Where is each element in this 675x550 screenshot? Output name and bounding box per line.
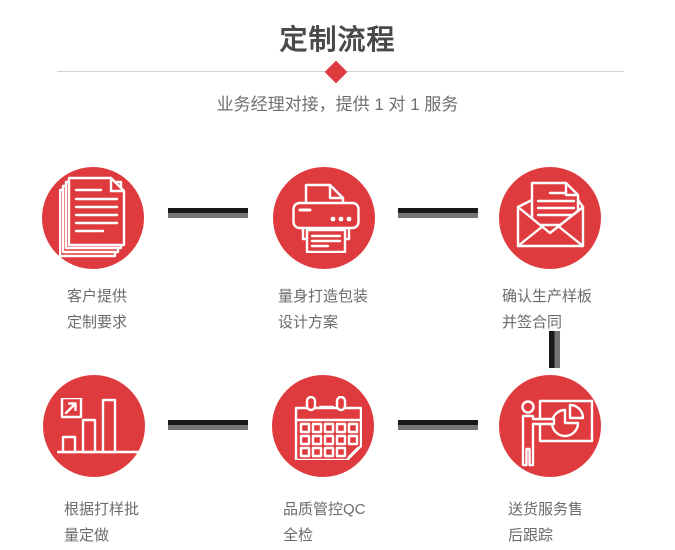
- step-label-line2: 设计方案: [278, 314, 339, 331]
- step-label-3: 确认生产样板 并签合同: [502, 284, 592, 336]
- step-label-4: 根据打样批 量定做: [64, 497, 139, 549]
- step-label-line2: 全检: [283, 527, 314, 544]
- step-label-line2: 并签合同: [502, 314, 563, 331]
- step-label-line2: 定制要求: [67, 314, 128, 331]
- calendar-icon: [294, 396, 362, 460]
- step-label-line1: 送货服务售: [508, 501, 584, 518]
- title-diamond-icon: [324, 60, 348, 84]
- page-subtitle: 业务经理对接，提供 1 对 1 服务: [216, 95, 459, 114]
- step-label-line2: 量定做: [64, 527, 110, 544]
- connector-step4-step5: [168, 420, 248, 430]
- connector-step5-step6: [398, 420, 478, 430]
- bar-chart-icon: [57, 398, 141, 454]
- step-label-6: 送货服务售 后跟踪: [508, 497, 583, 549]
- step-circle-3: [499, 167, 601, 269]
- step-label-line2: 后跟踪: [508, 527, 554, 544]
- step-label-5: 品质管控QC 全检: [283, 497, 366, 549]
- documents-icon: [59, 176, 126, 258]
- page-title: 定制流程: [279, 24, 396, 55]
- connector-step2-step3: [398, 208, 478, 218]
- printer-icon: [292, 183, 360, 253]
- connector-step1-step2: [168, 208, 248, 218]
- step-circle-1: [42, 167, 144, 269]
- presenter-icon: [521, 399, 594, 467]
- step-circle-6: [499, 375, 601, 477]
- step-label-line1: 品质管控QC: [283, 501, 366, 518]
- envelope-icon: [516, 181, 585, 248]
- step-label-2: 量身打造包装 设计方案: [278, 284, 368, 336]
- step-label-line1: 客户提供: [67, 288, 128, 305]
- step-label-line1: 确认生产样板: [502, 288, 593, 305]
- step-circle-2: [273, 167, 375, 269]
- connector-step3-step6: [549, 331, 560, 368]
- step-label-1: 客户提供 定制要求: [67, 284, 127, 336]
- step-label-line1: 根据打样批: [64, 501, 140, 518]
- step-circle-4: [43, 375, 145, 477]
- step-circle-5: [272, 375, 374, 477]
- step-label-line1: 量身打造包装: [278, 288, 369, 305]
